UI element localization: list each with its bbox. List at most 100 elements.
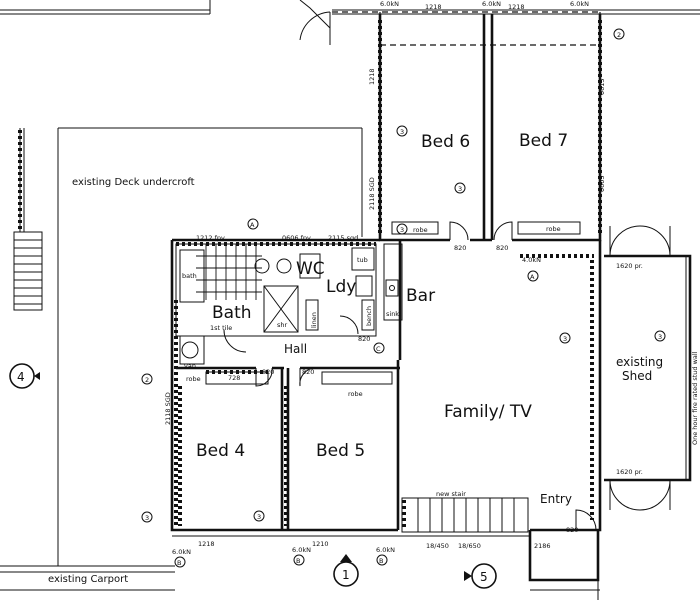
- svg-text:1: 1: [342, 568, 350, 582]
- svg-text:3: 3: [400, 128, 404, 136]
- tag-circled-a-family: A: [527, 270, 539, 282]
- bar-bench: [383, 243, 403, 321]
- svg-text:A: A: [530, 273, 535, 281]
- tag-circled-3-bed5: 3: [253, 510, 265, 522]
- room-label-ldy: Ldy: [326, 277, 356, 297]
- existing-door-arc-top: [299, 0, 331, 45]
- tag-circled-c-hall: C: [373, 342, 385, 354]
- dim-820-ldy: 820: [358, 335, 370, 343]
- label-tub: tub: [357, 256, 368, 264]
- wc-pan-2: [276, 258, 292, 274]
- dim-1212fpv: 1212 fpv: [196, 234, 225, 242]
- existing-stair-left: [13, 128, 43, 311]
- dim-stair-b: 18/650: [458, 542, 481, 550]
- existing-door-swing: [299, 11, 331, 41]
- svg-text:2: 2: [145, 376, 149, 384]
- tag-circled-3-family: 3: [559, 332, 571, 344]
- label-linen: linen: [310, 312, 318, 328]
- vanity-basin: [181, 341, 199, 359]
- svg-text:3: 3: [400, 226, 404, 234]
- dim-1620pr-top: 1620 pr.: [616, 262, 643, 270]
- svg-text:A: A: [250, 221, 255, 229]
- dim-4kn-family: 4.0kN: [522, 256, 541, 264]
- room-label-entry: Entry: [540, 492, 572, 506]
- tag-circled-3-bed4: 3: [141, 511, 153, 523]
- tag-circled-2-bed4: 2: [141, 373, 153, 385]
- dim-1620pr-bottom: 1620 pr.: [616, 468, 643, 476]
- existing-structure-edge: [0, 0, 211, 15]
- dim-2186: 2186: [534, 542, 551, 550]
- room-label-family-tv: Family/ TV: [444, 402, 532, 422]
- dim-top-6kn-a: 6.0kN: [380, 0, 399, 8]
- dim-6kn-bed5: 6.0kN: [292, 546, 311, 554]
- main-outline-left: [170, 238, 402, 532]
- dim-6kn-bed4: 6.0kN: [172, 548, 191, 556]
- bed6-door: [449, 221, 469, 241]
- label-robe-bed5: robe: [348, 390, 363, 398]
- tag-circled-a-top: A: [247, 218, 259, 230]
- label-shed-wall-note: One hour fire rated stud wall: [691, 351, 699, 445]
- dim-820-bed6: 820: [454, 244, 466, 252]
- wc-pan-1: [254, 258, 270, 274]
- linen-cupboard: [305, 299, 319, 331]
- label-robe-bed6: robe: [413, 226, 428, 234]
- carport-edge: [0, 571, 175, 591]
- dim-820-bed7: 820: [496, 244, 508, 252]
- label-deck-undercroft: existing Deck undercroft: [72, 177, 195, 188]
- svg-text:3: 3: [257, 513, 261, 521]
- dim-820-bed4: 820: [262, 368, 274, 376]
- south-boundary: [172, 529, 398, 537]
- dim-728: 728: [228, 374, 240, 382]
- bath-tub: [179, 249, 205, 303]
- tag-circled-b-bed5: B: [293, 554, 305, 566]
- dim-2118sgd-bed6: 2118 SGD: [368, 177, 376, 210]
- shower: [263, 285, 299, 333]
- svg-text:3: 3: [658, 333, 662, 341]
- deck-undercroft-outline: [57, 127, 363, 566]
- dim-top-1218b: 1218: [508, 3, 525, 11]
- dim-0605: 0605: [598, 175, 606, 192]
- room-label-bed5: Bed 5: [316, 441, 365, 461]
- room-label-bed6: Bed 6: [421, 132, 470, 152]
- tag-circled-2-top: 2: [613, 28, 625, 40]
- svg-text:3: 3: [563, 335, 567, 343]
- label-robe-bed7: robe: [546, 225, 561, 233]
- marker-1: 1: [333, 554, 359, 587]
- dim-0606fpv: 0606 fpv: [282, 234, 311, 242]
- label-robe-bed4: robe: [186, 375, 201, 383]
- room-label-wc: WC: [296, 259, 325, 279]
- marker-4: 4: [9, 363, 40, 389]
- svg-text:2: 2: [617, 31, 621, 39]
- north-boundary: [332, 9, 700, 15]
- dim-top-6kn-b: 6.0kN: [482, 0, 501, 8]
- new-stair: [401, 497, 529, 533]
- bed6-robe: [391, 221, 439, 235]
- dim-1218-vert: 1218: [368, 68, 376, 85]
- svg-text:5: 5: [480, 570, 488, 584]
- bed5-door: [299, 367, 317, 387]
- label-bench: bench: [365, 306, 373, 326]
- label-van: van: [184, 362, 196, 370]
- bed5-robe: [321, 371, 393, 385]
- svg-text:C: C: [376, 345, 381, 353]
- room-label-shed-2: Shed: [622, 369, 652, 383]
- dim-1210: 1210: [312, 540, 329, 548]
- svg-text:4: 4: [17, 370, 25, 384]
- tag-circled-b-bed4: B: [174, 556, 186, 568]
- dim-820-entry: 820: [566, 526, 578, 534]
- dim-1218-bed4: 1218: [198, 540, 215, 548]
- room-label-bed4: Bed 4: [196, 441, 245, 461]
- bed7-robe: [517, 221, 581, 235]
- laundry-tub: [351, 247, 375, 271]
- dim-top-6kn-c: 6.0kN: [570, 0, 589, 8]
- north-wing-walls: [378, 14, 602, 242]
- room-label-shed-1: existing: [616, 355, 663, 369]
- svg-text:B: B: [177, 559, 181, 567]
- dim-stair-a: 18/450: [426, 542, 449, 550]
- svg-text:3: 3: [458, 185, 462, 193]
- room-label-hall: Hall: [284, 342, 307, 356]
- existing-shed: [604, 225, 692, 511]
- label-sink: sink: [386, 310, 399, 318]
